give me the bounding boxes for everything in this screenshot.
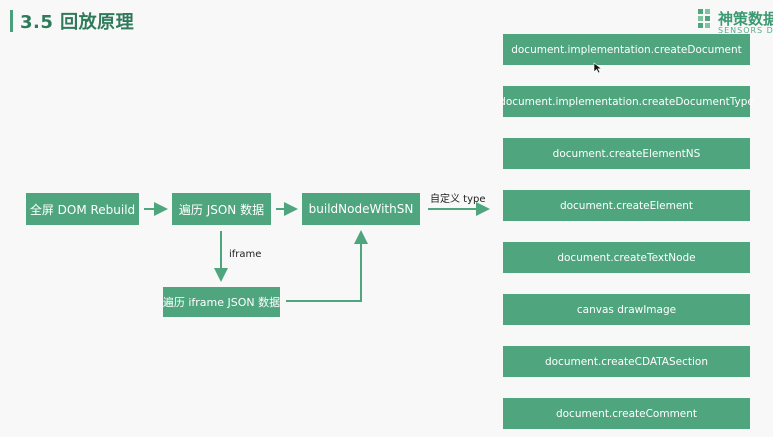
company-logo: 神策数据 SENSORS DATA bbox=[694, 4, 773, 38]
api-box-create-cdata-section: document.createCDATASection bbox=[503, 346, 750, 377]
full-dom-rebuild-box: 全屏 DOM Rebuild bbox=[26, 193, 139, 225]
api-box-canvas-draw-image: canvas drawImage bbox=[503, 294, 750, 325]
slide-title: 3.5 回放原理 bbox=[20, 12, 135, 33]
api-box-create-document: document.implementation.createDocument bbox=[503, 34, 750, 65]
traverse-iframe-json-box: 遍历 iframe JSON 数据 bbox=[163, 287, 280, 317]
build-node-with-sn-box: buildNodeWithSN bbox=[302, 193, 420, 225]
title-accent-bar bbox=[10, 10, 13, 32]
logo-name-en: SENSORS DATA bbox=[718, 26, 773, 35]
iframe-label: iframe bbox=[229, 249, 262, 260]
api-box-create-comment: document.createComment bbox=[503, 398, 750, 429]
mouse-pointer-icon bbox=[593, 62, 603, 74]
logo-name-cn: 神策数据 bbox=[718, 10, 773, 28]
arrow-iframe-to-build bbox=[286, 230, 368, 302]
api-box-create-text-node: document.createTextNode bbox=[503, 242, 750, 273]
sensors-logo-icon bbox=[698, 9, 710, 28]
api-box-create-element: document.createElement bbox=[503, 190, 750, 221]
traverse-json-box: 遍历 JSON 数据 bbox=[172, 193, 271, 225]
custom-type-label: 自定义 type bbox=[430, 194, 486, 205]
api-box-create-element-ns: document.createElementNS bbox=[503, 138, 750, 169]
api-box-create-document-type: document.implementation.createDocumentTy… bbox=[499, 86, 754, 117]
